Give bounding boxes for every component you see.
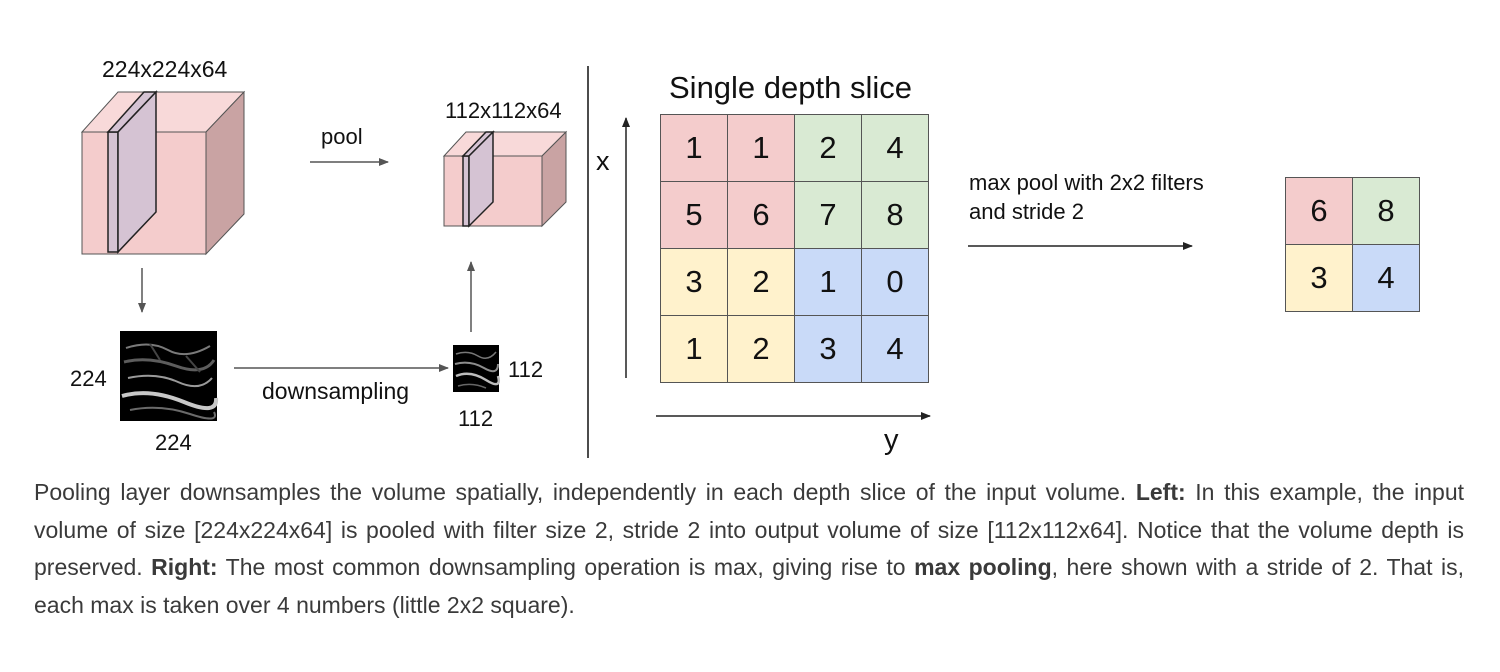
max-pool-description-line2: and stride 2 — [969, 199, 1084, 224]
small-depth-slice-side — [468, 130, 494, 228]
caption-right-bold: Right: — [151, 554, 218, 580]
caption-part-3: The most common downsampling operation i… — [217, 554, 915, 580]
max-pool-description-line1: max pool with 2x2 filters — [969, 170, 1204, 195]
input-volume-cube — [80, 90, 246, 256]
figure-caption: Pooling layer downsamples the volume spa… — [34, 474, 1464, 624]
small-depth-slice — [462, 155, 470, 227]
input-cell-r1-c2: 1 — [728, 115, 795, 182]
input-activation-image — [120, 331, 219, 421]
pooling-figure: 224x224x64 pool 112x112x64 224 224 downs… — [70, 56, 1420, 458]
input-cell-r3-c1: 3 — [661, 249, 728, 316]
input-cell-r1-c3: 2 — [795, 115, 862, 182]
caption-part-4: , here shown with a stride of 2. That is… — [34, 554, 1464, 618]
input-cell-r3-c3: 1 — [795, 249, 862, 316]
output-cell-r2-c1: 3 — [1286, 245, 1353, 312]
input-cell-r3-c4: 0 — [862, 249, 929, 316]
input-cell-r1-c1: 1 — [661, 115, 728, 182]
input-cell-r1-c4: 4 — [862, 115, 929, 182]
output-activation-image — [453, 345, 500, 392]
left-panel-diagram — [80, 66, 589, 458]
input-cell-r2-c4: 8 — [862, 182, 929, 249]
input-cell-r4-c2: 2 — [728, 316, 795, 383]
input-cell-r4-c3: 3 — [795, 316, 862, 383]
input-cell-r2-c1: 5 — [661, 182, 728, 249]
caption-part-1: Pooling layer downsamples the volume spa… — [34, 479, 1136, 505]
input-cell-r4-c1: 1 — [661, 316, 728, 383]
input-image-width-label: 224 — [155, 430, 192, 455]
caption-part-2: In this example, the input volume of siz… — [34, 479, 1464, 580]
depth-slice-side — [117, 90, 157, 254]
output-volume-label: 112x112x64 — [445, 98, 562, 123]
input-volume-label: 224x224x64 — [102, 56, 228, 82]
output-volume-cube — [442, 130, 568, 228]
x-axis-label: x — [596, 146, 610, 176]
input-cell-r3-c2: 2 — [728, 249, 795, 316]
input-image-height-label: 224 — [70, 366, 107, 391]
output-cell-r1-c1: 6 — [1286, 178, 1353, 245]
single-depth-slice-title: Single depth slice — [669, 70, 912, 105]
depth-slice — [107, 131, 119, 253]
input-cell-r2-c3: 7 — [795, 182, 862, 249]
downsampling-label: downsampling — [262, 378, 410, 404]
input-cell-r4-c4: 4 — [862, 316, 929, 383]
caption-max-pooling-bold: max pooling — [914, 554, 1052, 580]
output-cell-r1-c2: 8 — [1353, 178, 1420, 245]
y-axis-label: y — [884, 424, 899, 456]
pool-label: pool — [321, 124, 363, 149]
output-image-width-label: 112 — [458, 406, 494, 431]
caption-left-bold: Left: — [1135, 479, 1186, 505]
output-cell-r2-c2: 4 — [1353, 245, 1420, 312]
output-image-height-label: 112 — [508, 357, 544, 382]
input-cell-r2-c2: 6 — [728, 182, 795, 249]
